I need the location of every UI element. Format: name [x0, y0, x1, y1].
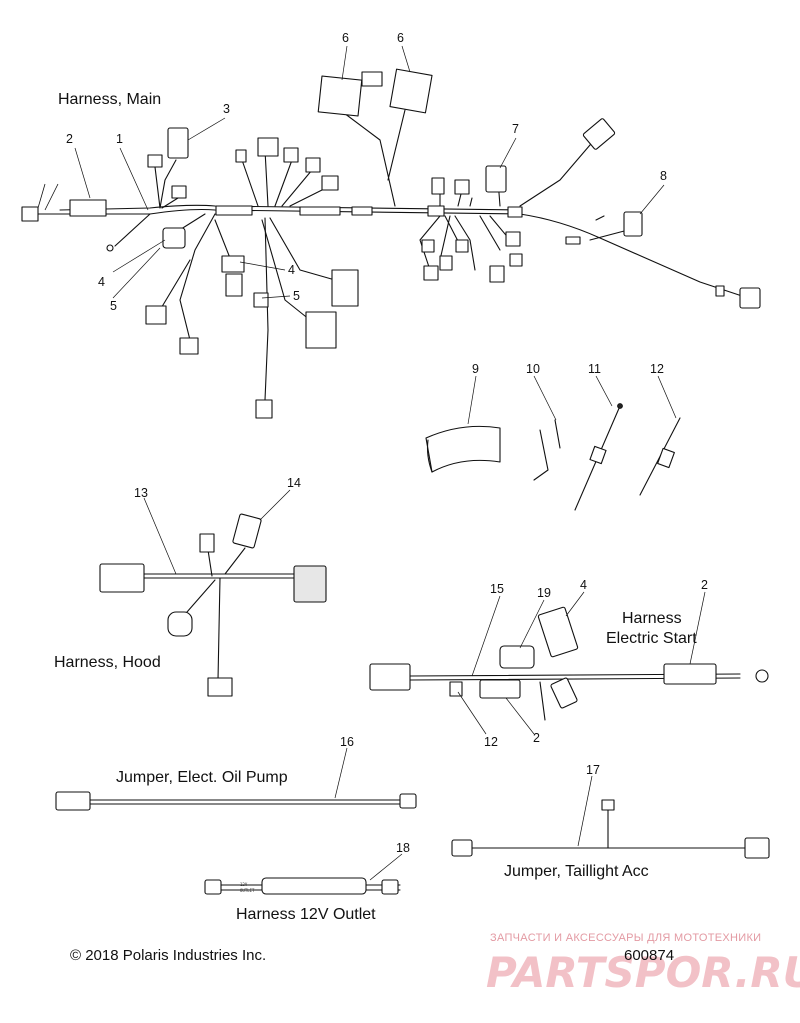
callout-loose-9: 9 [472, 362, 479, 376]
callout-main-4b: 4 [288, 263, 295, 277]
hood-connector-right [293, 565, 327, 603]
callout-start-19: 19 [537, 586, 551, 600]
ring-terminal [755, 669, 769, 683]
loose-parts [425, 403, 681, 511]
title-harness-electric-start-2: Electric Start [606, 630, 697, 647]
relay-2b [479, 679, 521, 699]
callout-start-12: 12 [484, 735, 498, 749]
outlet-fine-print-b: OUTLET [240, 888, 255, 893]
connector-4 [537, 606, 579, 658]
watermark-tagline: ЗАПЧАСТИ И АКСЕССУАРЫ ДЛЯ МОТОТЕХНИКИ [490, 932, 761, 944]
sensor-6b [389, 68, 433, 114]
callout-main-2: 2 [66, 132, 73, 146]
callout-main-5b: 5 [293, 289, 300, 303]
oil-pump-jumper [55, 791, 417, 811]
callout-start-15: 15 [490, 582, 504, 596]
hood-connector-left [99, 563, 145, 593]
taillight-jumper [451, 799, 770, 859]
12v-outlet-harness: 12V OUTLET [204, 877, 401, 895]
callout-jumper-17: 17 [586, 763, 600, 777]
callout-loose-12: 12 [650, 362, 664, 376]
callout-start-2b: 2 [533, 731, 540, 745]
copyright-notice: © 2018 Polaris Industries Inc. [70, 947, 266, 964]
connector-8 [623, 211, 643, 237]
relay-2 [663, 663, 717, 685]
hood-harness [99, 513, 327, 697]
harness-titles: Harness, Main Harness, Hood Harness Elec… [54, 91, 697, 923]
watermark-brand: PARTSPOR.RU [486, 948, 800, 997]
hood-connector-round [167, 611, 193, 637]
relay-block-2 [69, 199, 107, 217]
connector-14 [232, 513, 262, 549]
title-jumper-taillight: Jumper, Taillight Acc [504, 863, 649, 880]
title-harness-electric-start-1: Harness [622, 610, 682, 627]
leader-lines [74, 45, 706, 881]
title-jumper-oil-pump: Jumper, Elect. Oil Pump [116, 769, 288, 786]
hood-connector-bottom [207, 677, 233, 697]
title-harness-main: Harness, Main [58, 91, 161, 108]
connector-4a [162, 227, 186, 249]
connector-4b [221, 255, 245, 273]
connector-7 [485, 165, 507, 193]
callout-outlet-18: 18 [396, 841, 410, 855]
outlet-fine-print-a: 12V [240, 882, 248, 887]
callout-main-4a: 4 [98, 275, 105, 289]
title-harness-12v-outlet: Harness 12V Outlet [236, 906, 376, 923]
callout-main-1: 1 [116, 132, 123, 146]
loom-9 [425, 425, 501, 473]
callout-main-5a: 5 [110, 299, 117, 313]
tie-10 [554, 419, 561, 449]
callout-main-8: 8 [660, 169, 667, 183]
callout-loose-10: 10 [526, 362, 540, 376]
clip-6 [361, 71, 383, 87]
connector-large-a [331, 269, 359, 307]
fuse-19 [499, 645, 535, 669]
callout-hood-14: 14 [287, 476, 301, 490]
electric-start-harness [369, 606, 769, 721]
sensor-6a [317, 75, 363, 117]
title-harness-hood: Harness, Hood [54, 654, 161, 671]
connector-7b [582, 118, 616, 150]
start-connector-left [369, 663, 411, 691]
figure-number: 600874 [624, 947, 674, 964]
main-harness [21, 68, 761, 419]
callout-loose-11: 11 [588, 362, 601, 376]
connector-3 [167, 127, 189, 159]
callout-start-4: 4 [580, 578, 587, 592]
clip-12b [449, 681, 463, 697]
callout-start-2a: 2 [701, 578, 708, 592]
callout-main-3: 3 [223, 102, 230, 116]
callout-main-6a: 6 [342, 31, 349, 45]
connector-large-b [305, 311, 337, 349]
callout-main-6b: 6 [397, 31, 404, 45]
callout-main-7: 7 [512, 122, 519, 136]
callout-numbers: 2 1 3 4 4 5 5 6 6 7 8 9 10 11 12 13 14 1… [66, 31, 708, 855]
callout-hood-13: 13 [134, 486, 148, 500]
callout-jumper-16: 16 [340, 735, 354, 749]
